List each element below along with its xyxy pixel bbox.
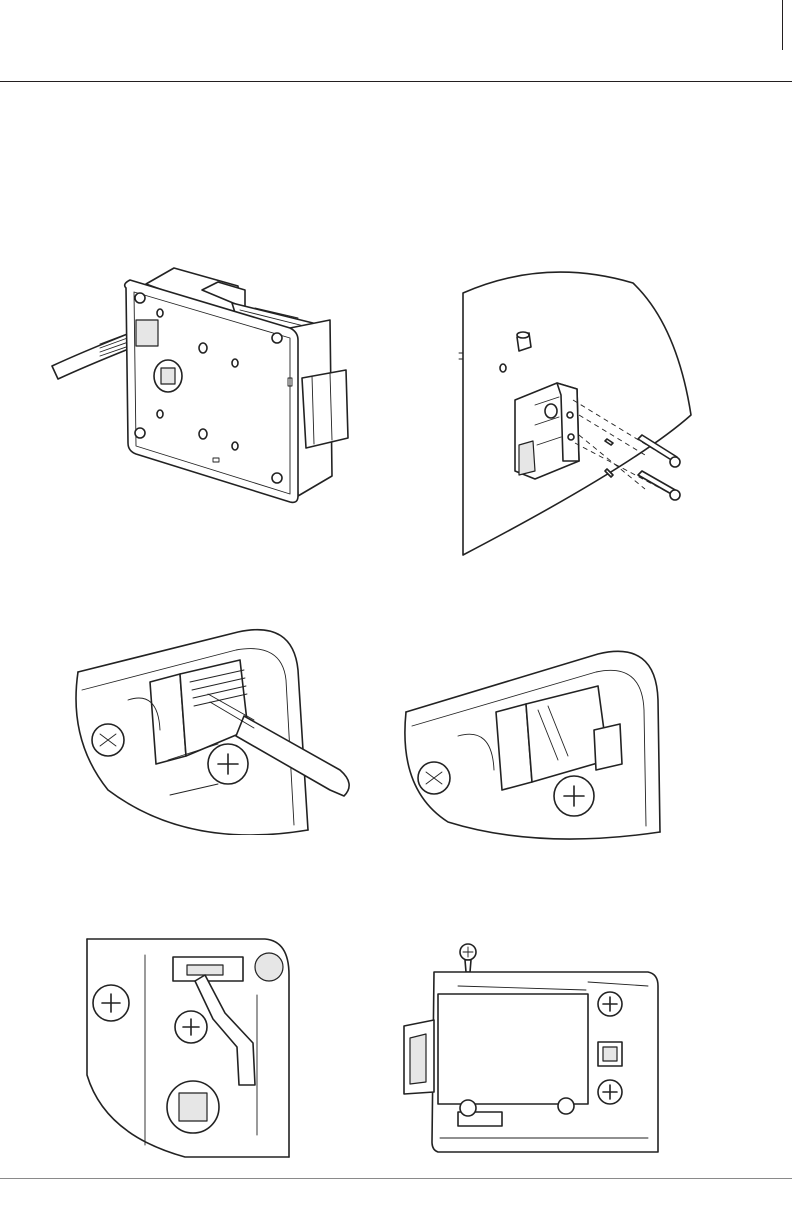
figure-lock-body-with-cable [40,258,370,518]
lock-module-isometric-illustration [40,258,370,518]
figure-cable-removed-detail [398,640,668,840]
figure-cable-plugged-detail [68,620,368,835]
connector-empty-closeup-illustration [398,640,668,840]
figure-cover-screw-detail [398,942,663,1162]
cable-routing-closeup-illustration [75,935,295,1165]
connector-cable-closeup-illustration [68,620,368,835]
panel-mount-screws-illustration [455,265,705,560]
crop-mark [782,0,783,50]
cover-screw-assembly-illustration [398,942,663,1162]
figure-cable-routing-detail [75,935,295,1165]
header-rule [0,81,792,82]
footer-rule [0,1178,792,1179]
figure-mounting-on-panel [455,265,705,560]
